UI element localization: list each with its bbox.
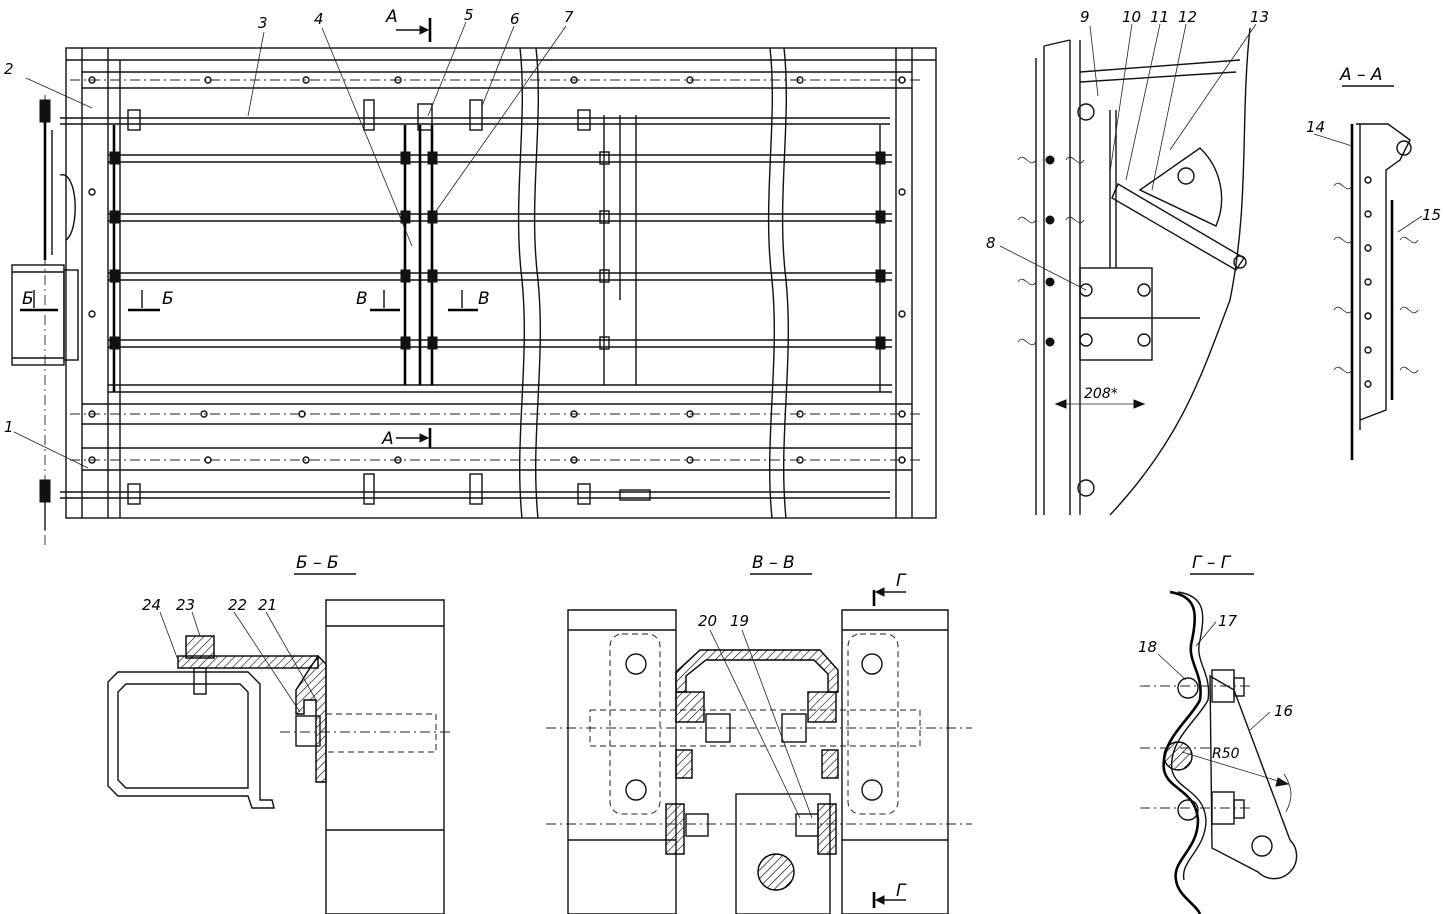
callout-5: 5: [464, 6, 474, 24]
section-title-aa: А – А: [1339, 65, 1383, 85]
side-view: 208* 9 10 11 12 13 8: [986, 8, 1269, 516]
section-mark-g-top: Г: [896, 571, 907, 591]
section-mark-b-left: Б: [22, 289, 34, 309]
callout-23: 23: [176, 596, 195, 614]
rail-bolts: [88, 76, 906, 464]
callout-18: 18: [1138, 638, 1157, 656]
callout-17: 17: [1218, 612, 1238, 630]
callout-2: 2: [4, 60, 14, 78]
louver-rows: [108, 154, 892, 393]
joint-blocks: [109, 151, 886, 350]
callout-16: 16: [1274, 702, 1293, 720]
section-mark-v-right: В: [478, 289, 490, 309]
callout-20: 20: [698, 612, 717, 630]
callout-3: 3: [258, 14, 268, 32]
main-plan-view: Б Б В В А А 2 1 3 4 5 6 7: [4, 6, 937, 545]
callout-10: 10: [1122, 8, 1141, 26]
callout-24: 24: [142, 596, 161, 614]
callout-21: 21: [258, 596, 277, 614]
leaders-main: [13, 21, 567, 469]
section-title-bb: Б – Б: [296, 553, 339, 573]
section-mark-v-left: В: [356, 289, 368, 309]
section-mark-b-right: Б: [162, 289, 174, 309]
section-mark-a-top: А: [385, 7, 398, 27]
shaft-brackets: [127, 99, 651, 505]
section-title-vv: В – В: [752, 553, 795, 573]
callout-8: 8: [986, 234, 996, 252]
callout-14: 14: [1306, 118, 1325, 136]
section-mark-a-bottom: А: [381, 429, 394, 449]
section-g-g: Г – Г R50 18 17 16: [1138, 553, 1298, 914]
side-bolts: [1045, 103, 1151, 497]
callout-15: 15: [1422, 206, 1441, 224]
section-a-a: А – А 14 15: [1306, 65, 1441, 460]
section-title-gg: Г – Г: [1192, 553, 1232, 573]
callout-11: 11: [1150, 8, 1169, 26]
section-mark-g-bottom: Г: [896, 881, 907, 901]
callout-1: 1: [4, 418, 14, 436]
section-arrows-main: [20, 18, 478, 448]
dimension-208: 208*: [1084, 386, 1118, 402]
dimension-r50: R50: [1212, 746, 1240, 762]
aa-bolts: [1364, 176, 1372, 388]
left-drive: [11, 95, 79, 545]
callout-22: 22: [228, 596, 247, 614]
link-chains: [112, 115, 881, 392]
callout-19: 19: [730, 612, 749, 630]
callout-12: 12: [1178, 8, 1197, 26]
callout-7: 7: [564, 8, 574, 26]
callout-13: 13: [1250, 8, 1269, 26]
callout-4: 4: [314, 10, 324, 28]
section-v-v: В – В: [546, 553, 972, 914]
section-b-b: Б – Б 24 23 22 21: [107, 553, 454, 914]
callout-9: 9: [1080, 8, 1090, 26]
callout-6: 6: [510, 10, 520, 28]
